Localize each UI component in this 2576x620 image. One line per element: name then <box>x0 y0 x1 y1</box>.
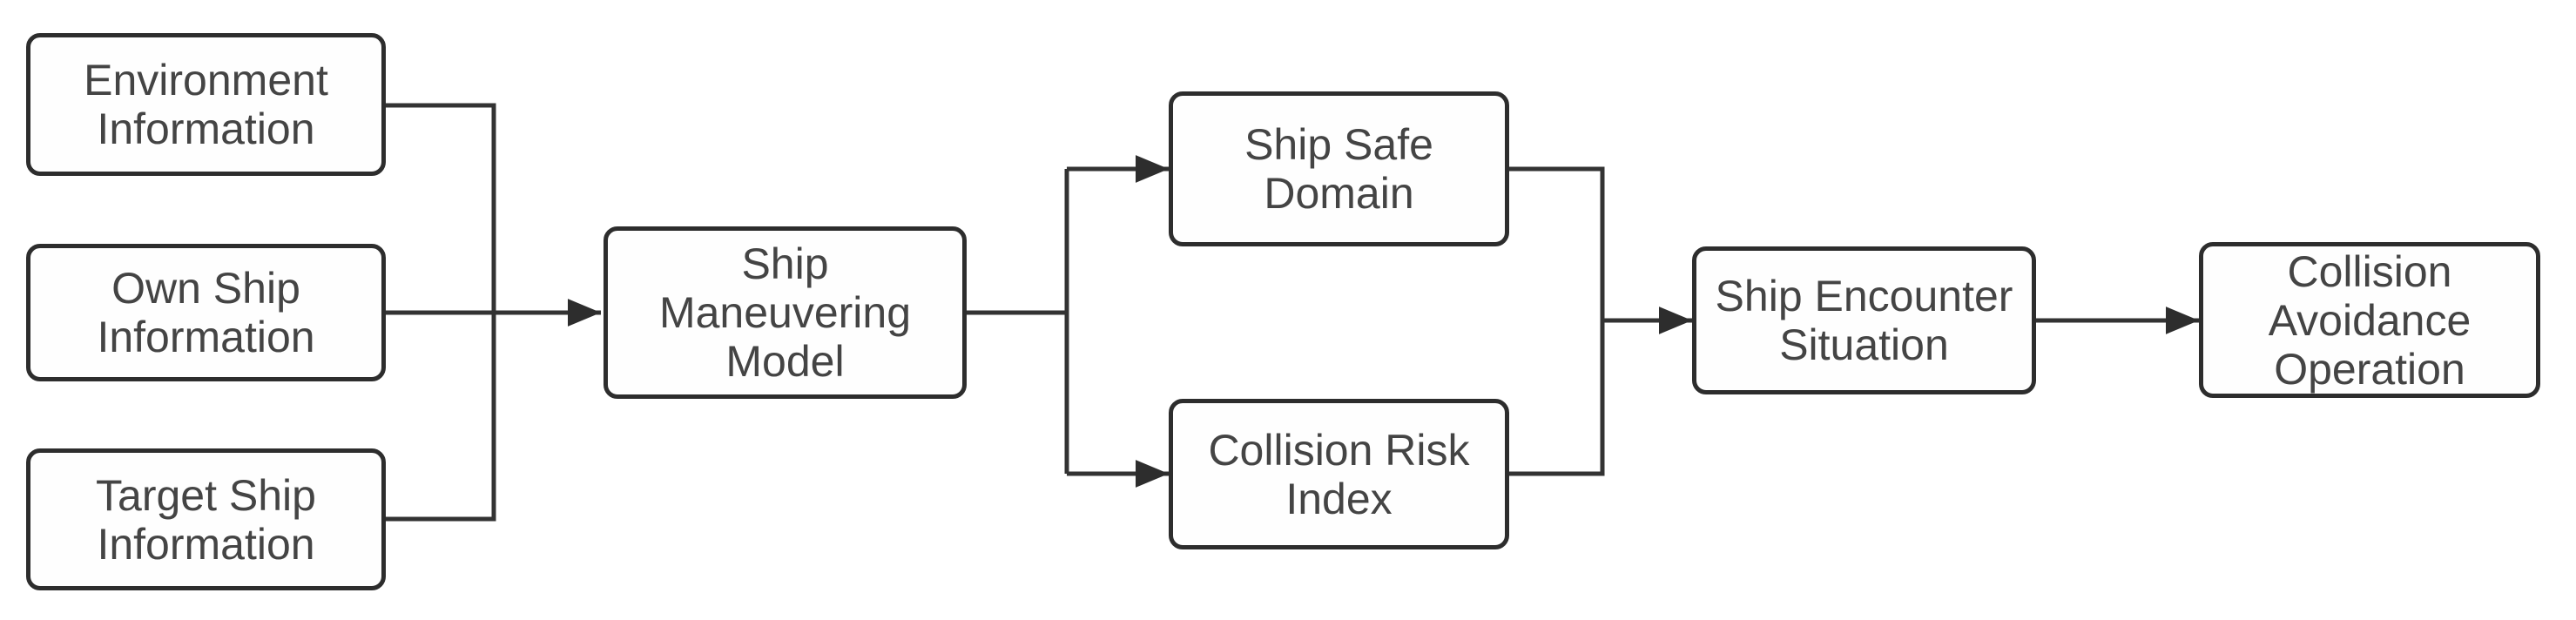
node-ship-encounter-situation-label: Ship Encounter Situation <box>1715 272 2013 369</box>
node-own-ship-information-label: Own Ship Information <box>97 264 315 361</box>
node-environment-information: Environment Information <box>26 33 386 176</box>
node-ship-safe-domain-label: Ship Safe Domain <box>1244 120 1433 218</box>
node-collision-avoidance-operation-label: Collision Avoidance Operation <box>2268 246 2471 394</box>
node-collision-risk-index-label: Collision Risk Index <box>1208 425 1470 523</box>
node-ship-safe-domain: Ship Safe Domain <box>1169 91 1509 246</box>
edge-outputs-merge-bracket <box>1509 166 1605 476</box>
node-own-ship-information: Own Ship Information <box>26 244 386 381</box>
node-ship-maneuvering-model: Ship Maneuvering Model <box>604 226 967 399</box>
node-collision-risk-index: Collision Risk Index <box>1169 399 1509 549</box>
node-ship-maneuvering-model-label: Ship Maneuvering Model <box>658 239 912 386</box>
node-ship-encounter-situation: Ship Encounter Situation <box>1692 246 2036 394</box>
node-target-ship-information: Target Ship Information <box>26 448 386 590</box>
node-target-ship-information-label: Target Ship Information <box>96 470 316 569</box>
node-collision-avoidance-operation: Collision Avoidance Operation <box>2199 242 2540 398</box>
node-environment-information-label: Environment Information <box>84 56 328 153</box>
